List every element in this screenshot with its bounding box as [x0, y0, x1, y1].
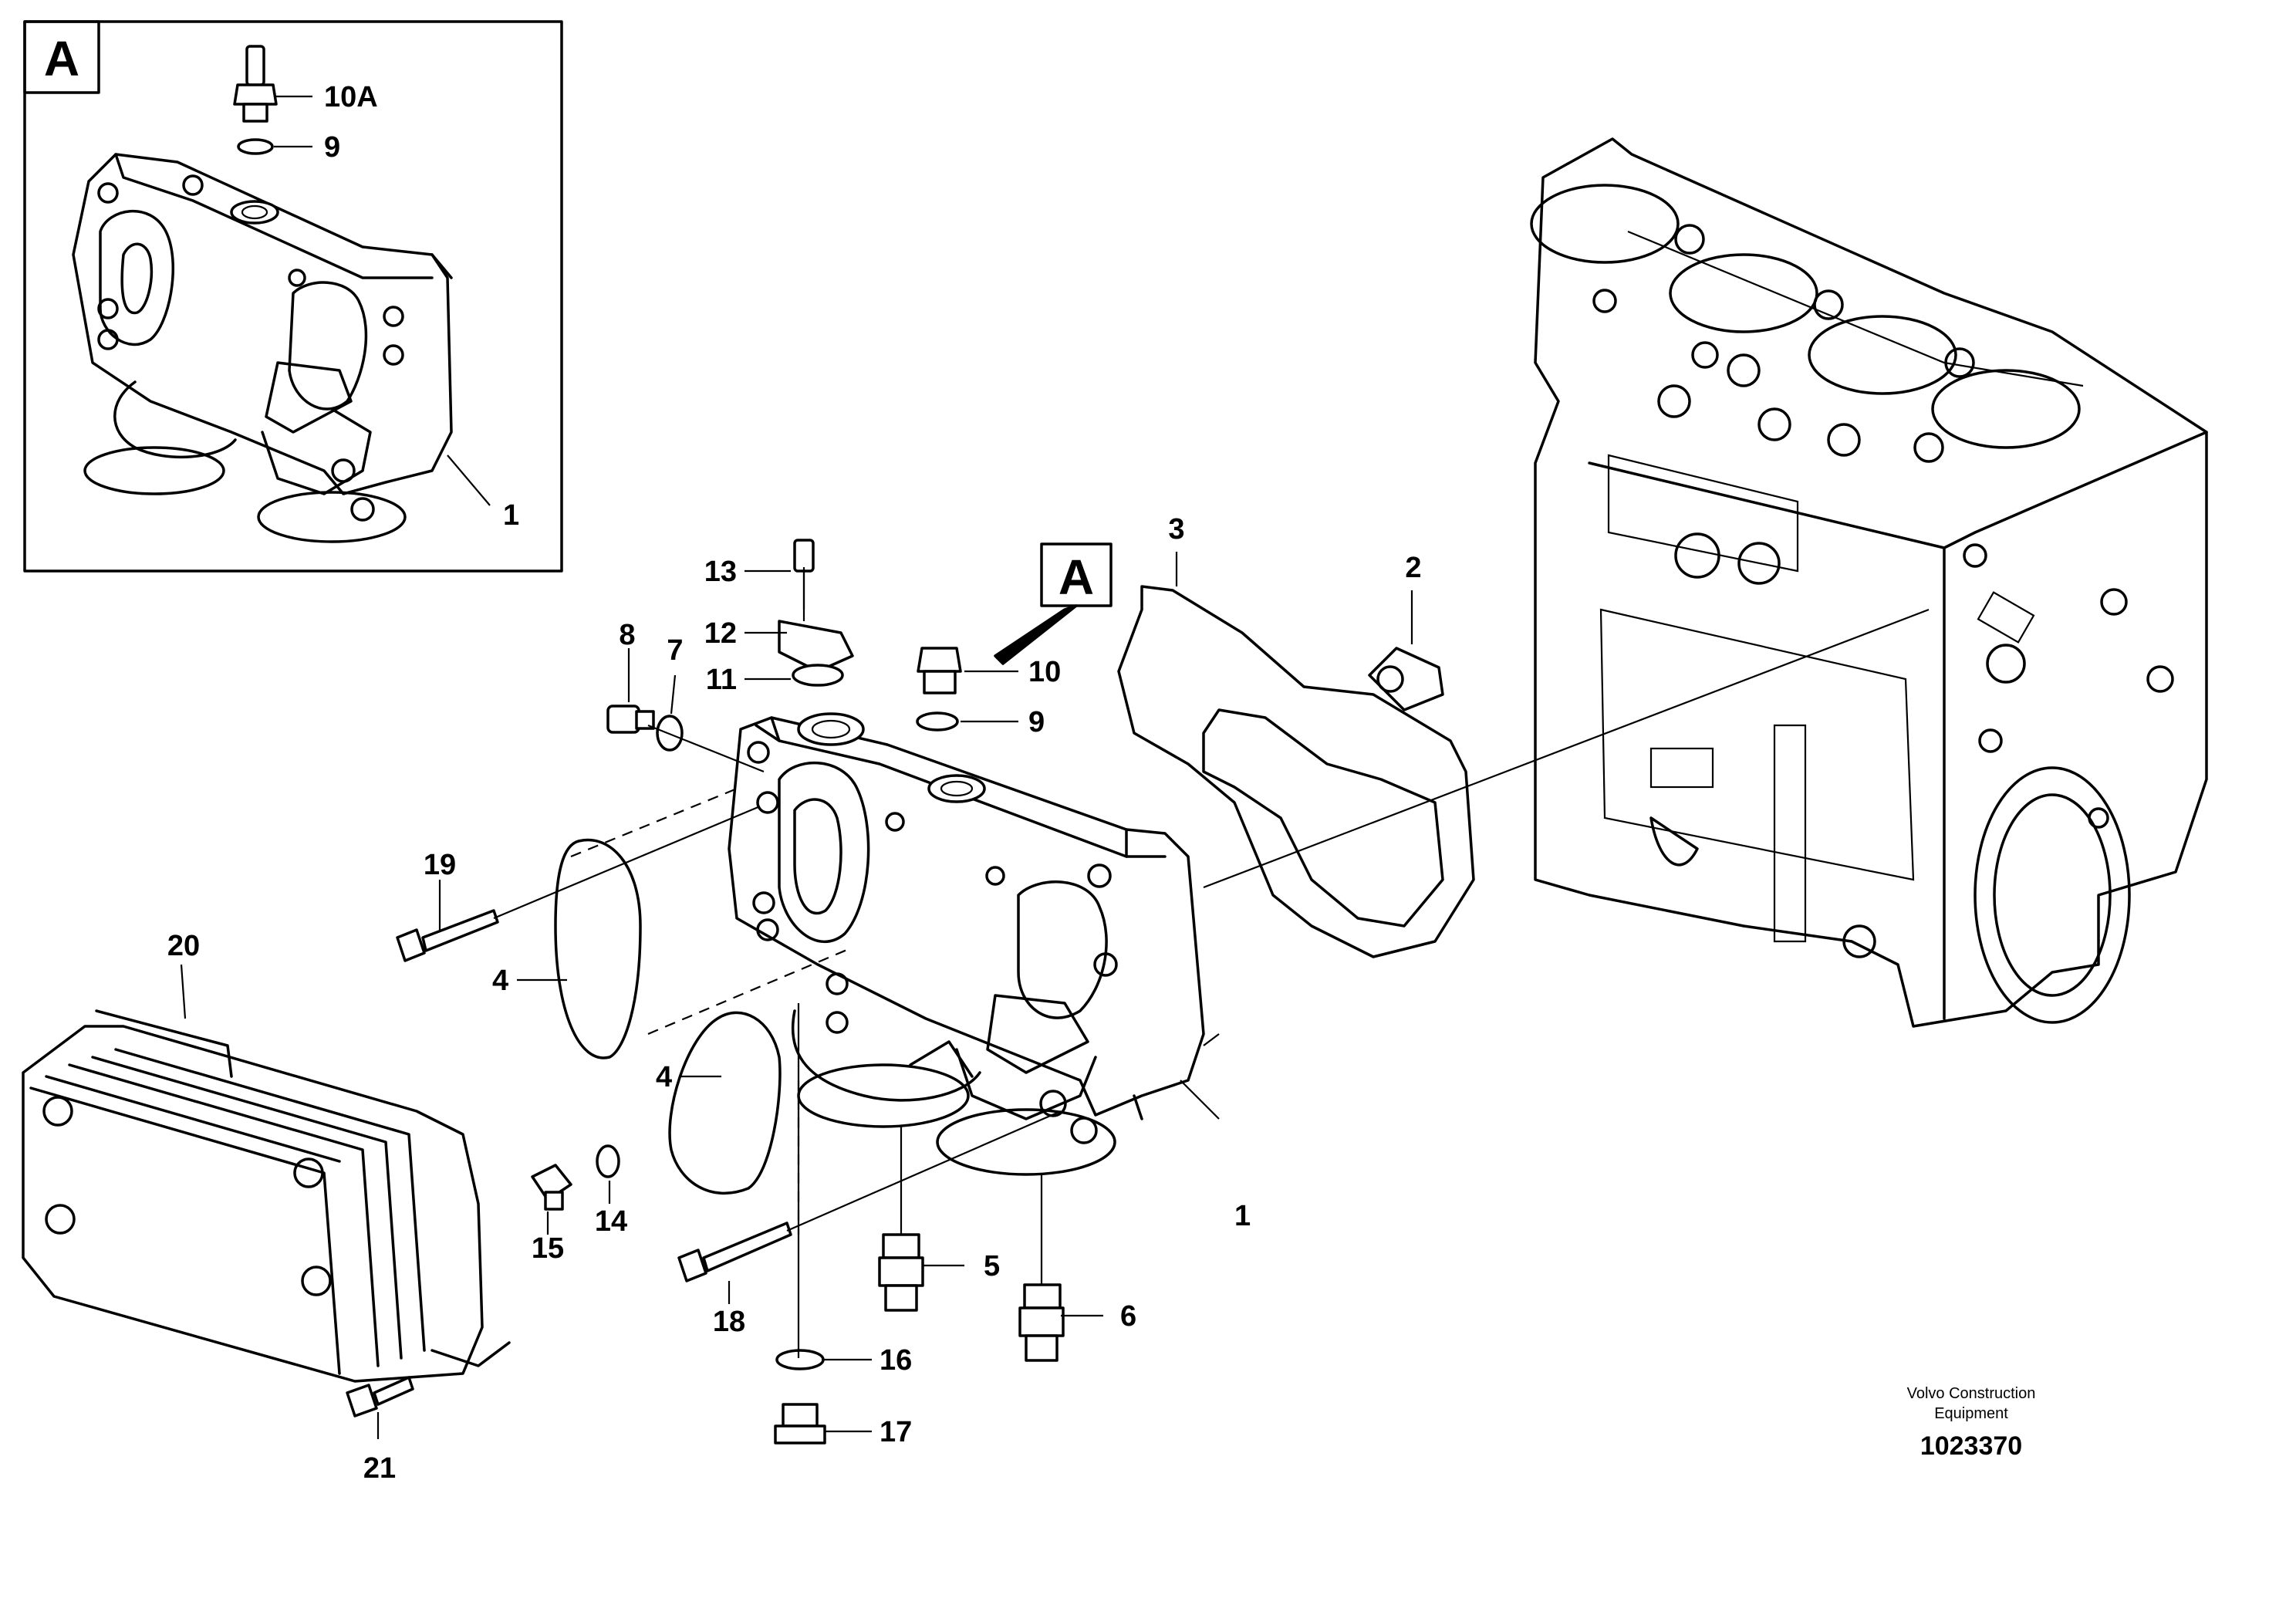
washer-9 — [916, 711, 959, 732]
plug-17 — [774, 1403, 826, 1445]
detail-callout-9: 9 — [324, 131, 340, 164]
callout-11: 11 — [706, 664, 737, 696]
oil-cooler — [22, 1009, 511, 1383]
housing-gasket-3-inner — [1202, 708, 1444, 928]
cooler-gasket-4-upper — [554, 838, 642, 1059]
callout-4-upper: 4 — [492, 965, 508, 997]
fitting-6 — [1018, 1283, 1065, 1362]
cooler-gasket-4-lower — [668, 1011, 782, 1195]
detail-view-label-box — [23, 20, 100, 94]
callout-15: 15 — [532, 1232, 564, 1265]
plug-10 — [917, 647, 962, 694]
callout-2: 2 — [1405, 552, 1421, 584]
callout-6: 6 — [1120, 1300, 1136, 1333]
view-marker-label: A — [1059, 549, 1094, 605]
bolt-18 — [677, 1222, 792, 1282]
callout-5: 5 — [984, 1250, 1000, 1282]
callout-13: 13 — [704, 556, 737, 588]
washer-7 — [656, 715, 684, 752]
detail-view-frame — [23, 20, 563, 573]
view-marker-a: A — [994, 542, 1113, 665]
detail-fitting-10a — [233, 45, 278, 123]
detail-callout-1: 1 — [503, 499, 519, 532]
callout-21: 21 — [363, 1452, 396, 1485]
cover-plate-12 — [778, 620, 854, 673]
callout-12: 12 — [704, 617, 737, 650]
detail-washer-9 — [237, 138, 274, 155]
engine-block — [1530, 137, 2208, 1028]
callout-leaders — [180, 552, 1413, 1439]
callout-14: 14 — [595, 1205, 627, 1238]
detail-oil-filter-housing — [72, 153, 453, 543]
callout-9: 9 — [1028, 706, 1045, 738]
drawing-number: 1023370 — [1920, 1431, 2022, 1461]
caption-line-2: Equipment — [1934, 1405, 2008, 1422]
drawing-caption: Volvo Construction Equipment 1023370 — [1907, 1385, 2036, 1461]
callout-7: 7 — [667, 634, 683, 667]
washer-16 — [775, 1349, 825, 1370]
washer-14 — [596, 1144, 620, 1178]
o-ring-11 — [792, 664, 844, 687]
fitting-5 — [878, 1233, 924, 1312]
callout-3: 3 — [1168, 513, 1184, 546]
plug-15 — [531, 1164, 572, 1211]
detail-callout-10a: 10A — [324, 81, 378, 113]
plug-2 — [1368, 647, 1444, 711]
detail-view-label: A — [44, 31, 79, 86]
callout-1: 1 — [1234, 1200, 1251, 1232]
fitting-8 — [606, 705, 655, 734]
bolt-19 — [396, 909, 499, 962]
callout-16: 16 — [880, 1344, 912, 1377]
caption-line-1: Volvo Construction — [1907, 1385, 2036, 1402]
oil-filter-housing — [728, 712, 1205, 1176]
callout-4-lower: 4 — [656, 1061, 672, 1093]
detail-view-a: A — [23, 20, 563, 573]
bolt-21 — [346, 1376, 414, 1418]
callout-20: 20 — [167, 930, 200, 962]
callout-8: 8 — [619, 619, 635, 651]
callout-18: 18 — [713, 1306, 745, 1338]
callout-17: 17 — [880, 1416, 912, 1448]
callout-19: 19 — [424, 849, 456, 881]
assembly-lines — [493, 567, 1930, 1358]
housing-gasket-3 — [1117, 585, 1475, 958]
callout-numbers: 1 2 3 4 4 5 6 7 8 9 10 11 12 13 14 15 16… — [167, 513, 1422, 1485]
callout-10: 10 — [1028, 656, 1061, 688]
